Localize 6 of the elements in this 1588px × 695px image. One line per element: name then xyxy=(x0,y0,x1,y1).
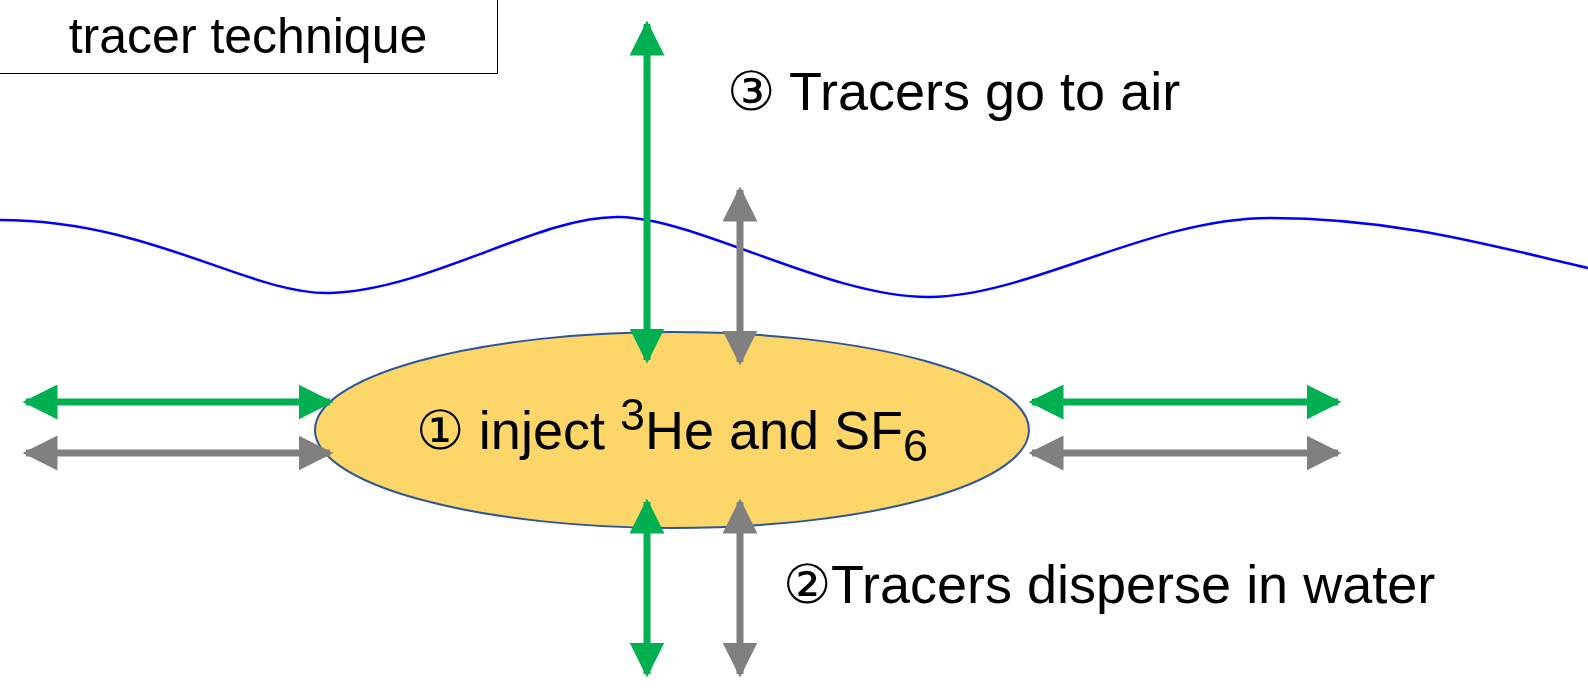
title-text: tracer technique xyxy=(68,7,428,65)
node-label: ① inject $^{3}$He and SF$_{6}$ xyxy=(415,388,929,472)
annotation-text: ③ Tracers go to air xyxy=(727,60,1181,123)
ellipse-shape xyxy=(314,331,1030,529)
title-box xyxy=(0,0,498,74)
annotation-text: ②Tracers disperse in water xyxy=(783,553,1436,616)
